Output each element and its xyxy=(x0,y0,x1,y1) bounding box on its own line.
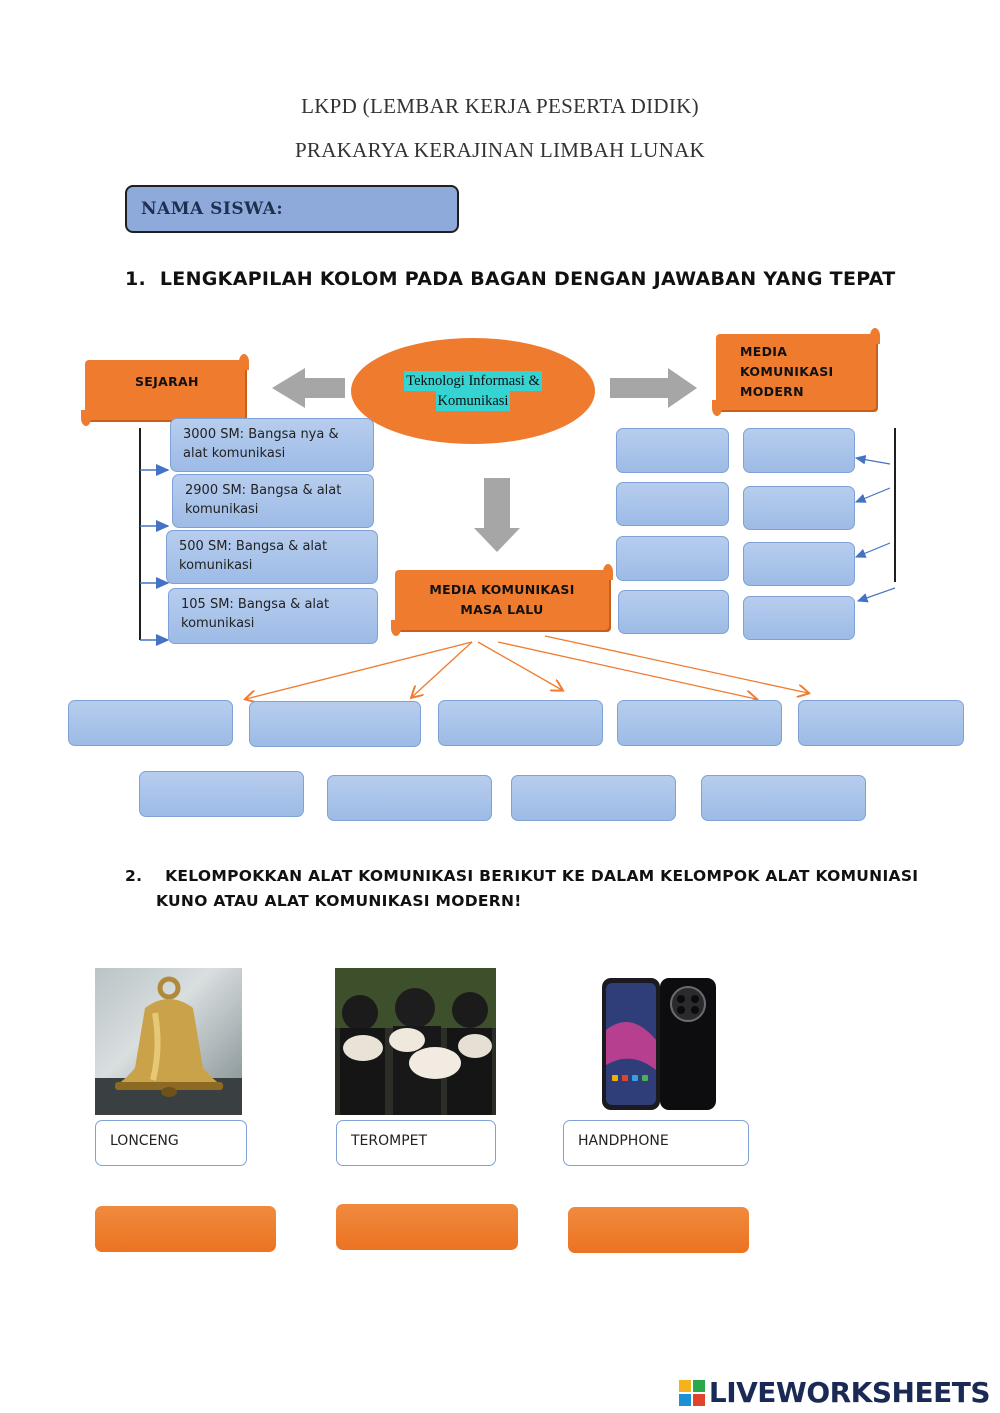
past-answer-box[interactable] xyxy=(327,775,492,821)
down-arrow-icon xyxy=(474,478,520,552)
history-text: 105 SM: Bangsa & alat komunikasi xyxy=(181,597,330,631)
past-answer-box[interactable] xyxy=(511,775,676,821)
item-category-answer[interactable] xyxy=(95,1206,276,1252)
tik-center-node: Teknologi Informasi & Komunikasi xyxy=(351,338,595,444)
question-2-line2: KUNO ATAU ALAT KOMUNIKASI MODERN! xyxy=(156,892,522,910)
left-arrow-icon xyxy=(272,368,345,408)
liveworksheets-logo: LIVEWORKSHEETS xyxy=(678,1376,991,1409)
modern-answer-box[interactable] xyxy=(618,590,729,634)
question-1-heading: 1. LENGKAPILAH KOLOM PADA BAGAN DENGAN J… xyxy=(125,268,896,290)
conch-trumpet-icon xyxy=(335,968,496,1115)
conch-trumpet-photo xyxy=(335,968,496,1115)
modern-answer-box[interactable] xyxy=(743,542,855,586)
question-2-heading: 2. KELOMPOKKAN ALAT KOMUNIKASI BERIKUT K… xyxy=(125,864,918,914)
modern-media-ribbon: MEDIA KOMUNIKASI MODERN xyxy=(712,328,880,416)
question-1-number: 1. xyxy=(125,268,147,290)
item-label: HANDPHONE xyxy=(578,1133,669,1149)
question-2-line1: KELOMPOKKAN ALAT KOMUNIKASI BERIKUT KE D… xyxy=(165,867,919,885)
item-category-answer[interactable] xyxy=(568,1207,749,1253)
item-label: TEROMPET xyxy=(351,1133,428,1149)
history-box: 3000 SM: Bangsa nya & alat komunikasi xyxy=(170,418,374,472)
item-label-box: LONCENG xyxy=(95,1120,247,1166)
item-label-box: HANDPHONE xyxy=(563,1120,749,1166)
past-answer-box[interactable] xyxy=(68,700,233,746)
item-category-answer[interactable] xyxy=(336,1204,518,1250)
history-text: 500 SM: Bangsa & alat komunikasi xyxy=(179,539,328,573)
modern-answer-box[interactable] xyxy=(616,428,729,473)
history-box: 2900 SM: Bangsa & alat komunikasi xyxy=(172,474,374,528)
history-box: 500 SM: Bangsa & alat komunikasi xyxy=(166,530,378,584)
past-answer-box[interactable] xyxy=(798,700,964,746)
history-box: 105 SM: Bangsa & alat komunikasi xyxy=(168,588,378,644)
modern-answer-box[interactable] xyxy=(743,596,855,640)
student-name-field[interactable]: NAMA SISWA: xyxy=(125,185,459,233)
question-2-number: 2. xyxy=(125,867,143,885)
sejarah-ribbon: SEJARAH xyxy=(81,354,249,426)
smartphone-photo xyxy=(576,970,742,1115)
past-media-ribbon-line1: MEDIA KOMUNIKASI xyxy=(429,582,575,597)
history-text: 3000 SM: Bangsa nya & alat komunikasi xyxy=(183,427,339,461)
liveworksheets-brand-text: LIVEWORKSHEETS xyxy=(708,1376,991,1409)
item-label-box: TEROMPET xyxy=(336,1120,496,1166)
worksheet-title: LKPD (LEMBAR KERJA PESERTA DIDIK) xyxy=(301,94,699,118)
right-arrow-icon xyxy=(610,368,697,408)
diagram-connectors xyxy=(139,368,896,900)
modern-answer-box[interactable] xyxy=(616,482,729,526)
past-media-ribbon: MEDIA KOMUNIKASI MASA LALU xyxy=(391,564,613,636)
bell-photo xyxy=(95,968,242,1115)
past-answer-box[interactable] xyxy=(617,700,782,746)
question-1-text: LENGKAPILAH KOLOM PADA BAGAN DENGAN JAWA… xyxy=(159,268,896,290)
worksheet-subtitle: PRAKARYA KERAJINAN LIMBAH LUNAK xyxy=(294,138,706,162)
past-answer-box[interactable] xyxy=(701,775,866,821)
modern-media-ribbon-label: MEDIA KOMUNIKASI MODERN xyxy=(740,344,834,399)
tik-center-line1: Teknologi Informasi & xyxy=(404,371,542,391)
liveworksheets-logo-icon xyxy=(678,1379,705,1406)
modern-answer-box[interactable] xyxy=(616,536,729,581)
tik-center-line2: Komunikasi xyxy=(435,391,511,411)
student-name-label: NAMA SISWA: xyxy=(141,199,284,219)
past-answer-box[interactable] xyxy=(249,701,421,747)
item-label: LONCENG xyxy=(110,1133,179,1149)
sejarah-ribbon-label: SEJARAH xyxy=(135,374,199,389)
past-answer-box[interactable] xyxy=(139,771,304,817)
modern-answer-box[interactable] xyxy=(743,428,855,473)
past-media-ribbon-line2: MASA LALU xyxy=(460,602,544,617)
bell-icon xyxy=(95,976,242,1115)
history-text: 2900 SM: Bangsa & alat komunikasi xyxy=(185,483,342,517)
smartphone-icon xyxy=(602,978,716,1110)
modern-answer-box[interactable] xyxy=(743,486,855,530)
past-answer-box[interactable] xyxy=(438,700,603,746)
